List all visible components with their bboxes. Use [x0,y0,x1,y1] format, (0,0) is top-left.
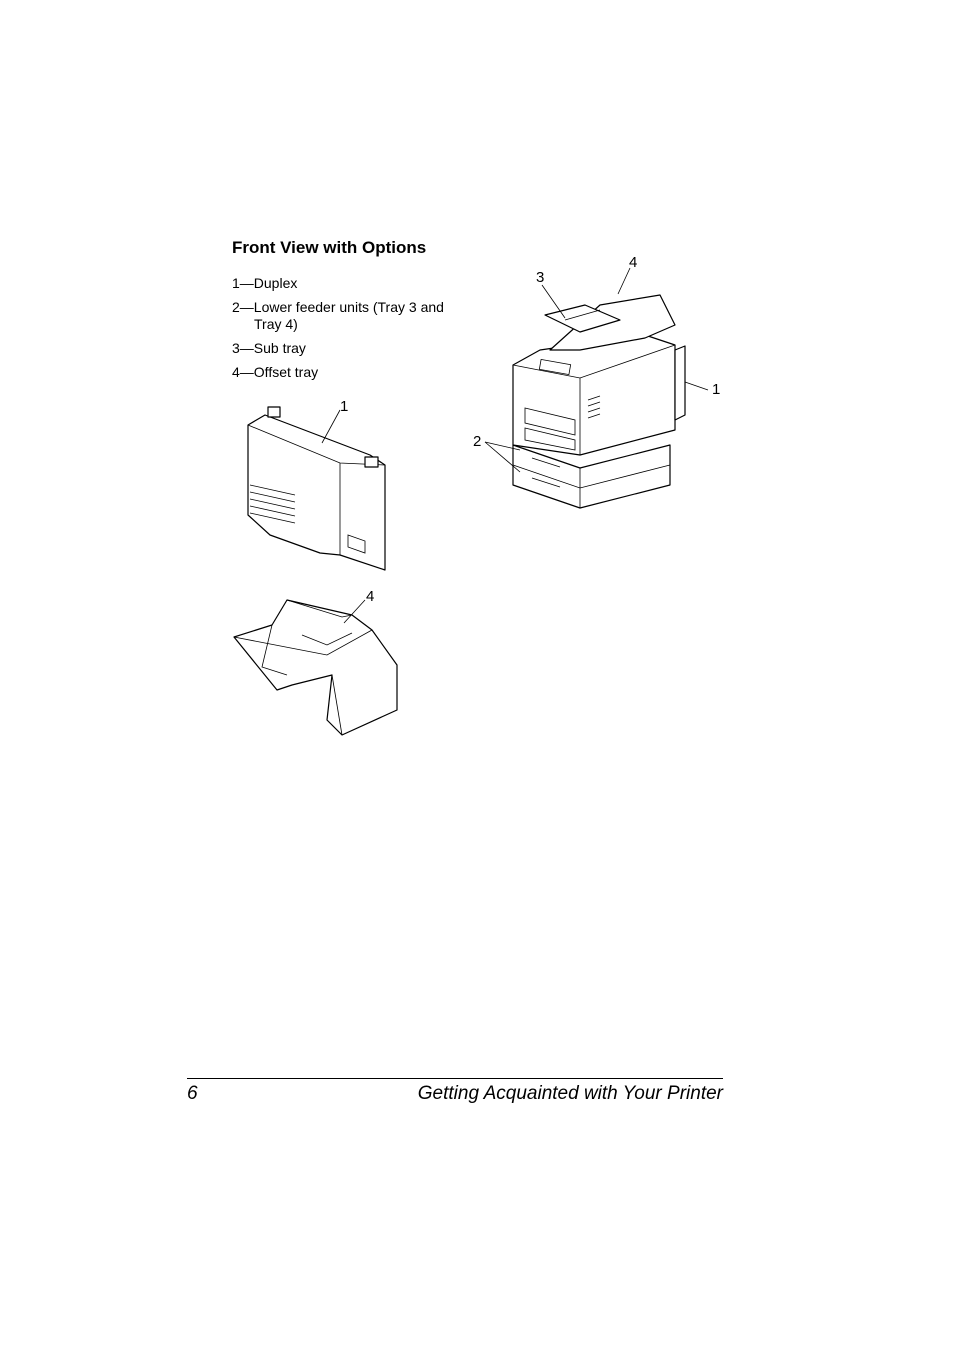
legend-item-duplex: 1—Duplex [232,275,298,291]
tray4-handle [531,477,561,488]
callout-leader-4 [617,267,631,295]
duplex-connector [347,534,366,554]
duplex-callout-1: 1 [340,398,348,415]
duplex-unit-body [247,414,386,571]
offset-tray-inner-right [301,632,353,646]
callout-legend: 1—Duplex 2—Lower feeder units (Tray 3 an… [232,275,472,388]
callout-leader-2b [484,441,521,473]
tray-guide [564,309,601,321]
offset-tray-lower-edge [331,674,343,736]
legend-item-offset-tray: 4—Offset tray [232,364,319,380]
duplex-callout-leader [321,409,341,444]
printer-body-drawing [512,334,676,456]
printer-with-options-illustration: 1 2 3 4 [473,254,720,509]
side-vent-drawing [587,395,601,419]
chapter-title: Getting Acquainted with Your Printer [417,1083,723,1104]
duplex-vent-drawing [249,484,296,524]
lower-feeder-units-drawing [512,444,671,509]
printer-callout-2: 2 [473,433,481,450]
legend-item-lower-feeder: 2—Lower feeder units (Tray 3 and Tray 4) [232,299,444,332]
duplex-latch-left [267,406,281,418]
printer-callout-3: 3 [536,269,544,286]
printer-callout-4: 4 [629,254,637,271]
offset-tray-body [233,599,398,736]
duplex-latch-right [364,456,379,468]
control-panel-drawing [538,359,572,375]
tray1-outline [524,407,576,436]
tray3-handle [531,457,561,468]
duplex-drawing [674,345,686,421]
offset-tray-upper-edge [286,599,353,618]
printer-callout-1: 1 [712,381,720,398]
callout-leader-1 [684,381,709,391]
offset-tray-inner-left [261,624,288,676]
duplex-illustration: 1 [247,398,386,571]
offset-tray-callout-4: 4 [366,588,374,605]
callout-leader-2a [484,441,521,451]
callout-leader-3 [541,284,566,319]
sub-tray-drawing [544,304,621,333]
footer-rule [187,1078,723,1079]
section-heading: Front View with Options [232,238,427,257]
tray2-outline [524,427,576,451]
offset-tray-callout-leader [343,599,366,624]
offset-tray-illustration: 4 [233,588,398,736]
offset-tray-rail [233,629,373,656]
legend-item-sub-tray: 3—Sub tray [232,340,306,356]
page-number: 6 [187,1083,198,1104]
